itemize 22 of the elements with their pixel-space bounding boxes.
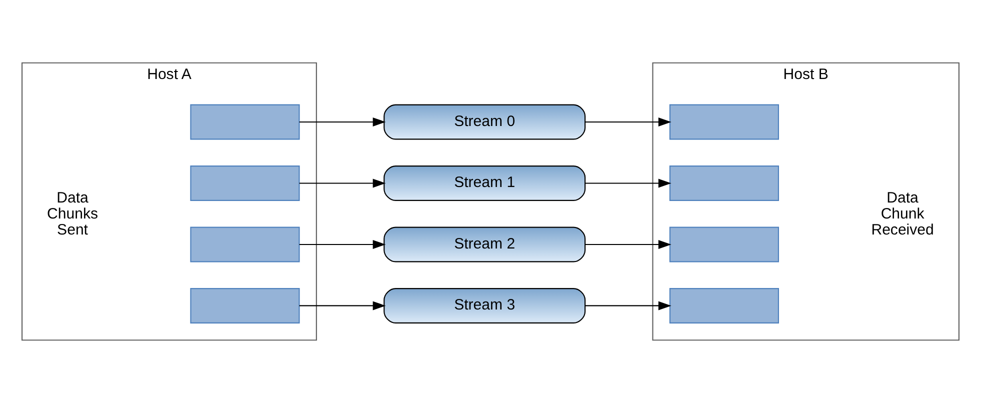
node-box: Stream 1 [384,166,586,201]
node-box [190,288,300,324]
label: Data Chunks Sent [47,189,98,238]
arrow [299,301,386,310]
arrow [585,178,672,188]
node-box [669,104,779,140]
node-box [190,226,300,262]
arrow [299,178,386,188]
arrow [585,240,672,249]
arrow [585,117,672,126]
node-box: Stream 0 [384,104,586,140]
arrow [299,117,386,126]
node-box: Stream 3 [384,288,586,324]
node-box [669,166,779,201]
node-box [669,288,779,324]
label: Data Chunk Received [871,189,934,238]
node-box [190,166,300,201]
arrow [299,240,386,249]
node-box: Stream 2 [384,226,586,262]
node-box [190,104,300,140]
node-box [669,226,779,262]
arrow [585,301,672,310]
